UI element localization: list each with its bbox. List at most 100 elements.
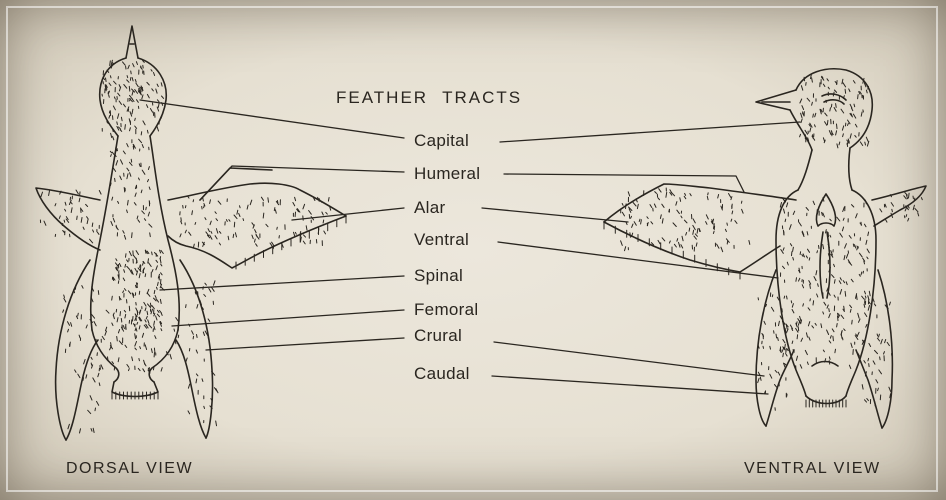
feather-mark xyxy=(176,318,178,321)
feather-mark xyxy=(817,251,818,253)
feather-mark xyxy=(127,365,129,368)
feather-mark xyxy=(681,245,683,248)
feather-mark xyxy=(695,234,697,236)
feather-mark xyxy=(131,159,132,162)
feather-mark xyxy=(145,250,146,253)
feather-mark xyxy=(111,183,112,186)
feather-mark xyxy=(63,231,65,233)
feather-mark xyxy=(119,101,121,104)
feather-mark xyxy=(877,338,879,341)
feather-mark xyxy=(161,329,162,331)
feather-mark xyxy=(843,134,844,137)
feather-mark xyxy=(110,76,111,78)
feather-mark xyxy=(210,200,211,204)
feather-mark xyxy=(101,365,103,369)
feather-mark xyxy=(800,316,801,320)
feather-mark xyxy=(834,264,835,266)
feather-mark xyxy=(844,256,845,260)
feather-mark xyxy=(139,178,140,180)
feather-mark xyxy=(132,109,133,114)
feather-mark xyxy=(216,219,218,221)
feather-mark xyxy=(303,241,305,244)
feather-mark xyxy=(273,246,274,249)
feather-mark xyxy=(833,92,834,96)
feather-mark xyxy=(149,224,152,227)
feather-mark xyxy=(865,291,866,294)
feather-mark xyxy=(90,239,93,243)
feather-mark xyxy=(865,142,866,145)
feather-mark xyxy=(809,258,810,260)
feather-mark xyxy=(150,109,152,113)
feather-mark xyxy=(859,253,862,257)
feather-mark xyxy=(851,343,852,347)
feather-mark xyxy=(118,281,119,284)
feather-mark xyxy=(825,122,827,126)
feather-mark xyxy=(806,256,807,258)
feather-mark xyxy=(144,219,145,221)
feather-mark xyxy=(149,368,150,371)
feather-mark xyxy=(906,215,907,217)
feather-mark xyxy=(830,336,831,339)
feather-mark xyxy=(846,254,848,258)
feather-mark xyxy=(783,266,785,268)
feather-mark xyxy=(842,227,843,231)
feather-mark xyxy=(123,278,125,281)
feather-mark xyxy=(855,136,856,138)
feather-mark xyxy=(76,190,78,194)
feather-mark xyxy=(154,348,155,352)
feather-stipple xyxy=(40,60,922,433)
feather-mark xyxy=(88,410,91,413)
feather-mark xyxy=(848,123,849,125)
feather-mark xyxy=(840,278,841,280)
feather-mark xyxy=(673,223,676,227)
feather-mark xyxy=(138,220,140,222)
feather-mark xyxy=(157,314,159,317)
feather-mark xyxy=(803,304,804,306)
feather-mark xyxy=(130,121,131,123)
feather-mark xyxy=(128,291,130,294)
feather-mark xyxy=(59,216,60,219)
feather-mark xyxy=(837,217,840,221)
feather-mark xyxy=(849,89,850,92)
feather-mark xyxy=(63,310,64,312)
feather-mark xyxy=(277,201,278,204)
feather-mark xyxy=(866,240,867,244)
feather-mark xyxy=(775,370,777,372)
feather-mark xyxy=(306,226,307,230)
label-humeral: Humeral xyxy=(414,164,480,184)
feather-mark xyxy=(112,296,113,300)
label-ventral: Ventral xyxy=(414,230,469,250)
feather-mark xyxy=(135,268,137,271)
feather-mark xyxy=(659,189,661,192)
feather-mark xyxy=(261,197,263,200)
feather-mark xyxy=(109,116,110,119)
feather-mark xyxy=(758,372,760,375)
feather-mark xyxy=(815,323,816,325)
feather-mark xyxy=(124,270,125,273)
feather-mark xyxy=(758,378,759,382)
feather-mark xyxy=(95,408,96,411)
feather-mark xyxy=(822,212,823,215)
feather-mark xyxy=(148,212,149,216)
feather-mark xyxy=(86,204,88,206)
feather-mark xyxy=(721,247,723,252)
feather-mark xyxy=(874,304,875,306)
leader-lines xyxy=(140,100,800,394)
feather-mark xyxy=(865,296,866,298)
feather-mark xyxy=(792,310,794,313)
feather-mark xyxy=(852,320,853,324)
feather-mark xyxy=(621,241,623,246)
feather-mark xyxy=(91,429,92,432)
feather-mark xyxy=(825,113,827,116)
feather-mark xyxy=(125,345,127,347)
feather-mark xyxy=(155,336,156,339)
feather-mark xyxy=(626,204,627,209)
feather-mark xyxy=(828,254,829,256)
feather-mark xyxy=(136,328,137,331)
feather-mark xyxy=(830,219,832,221)
feather-mark xyxy=(843,218,844,220)
label-capital: Capital xyxy=(414,131,469,151)
feather-mark xyxy=(832,329,834,332)
feather-mark xyxy=(877,334,878,336)
feather-mark xyxy=(776,334,777,338)
